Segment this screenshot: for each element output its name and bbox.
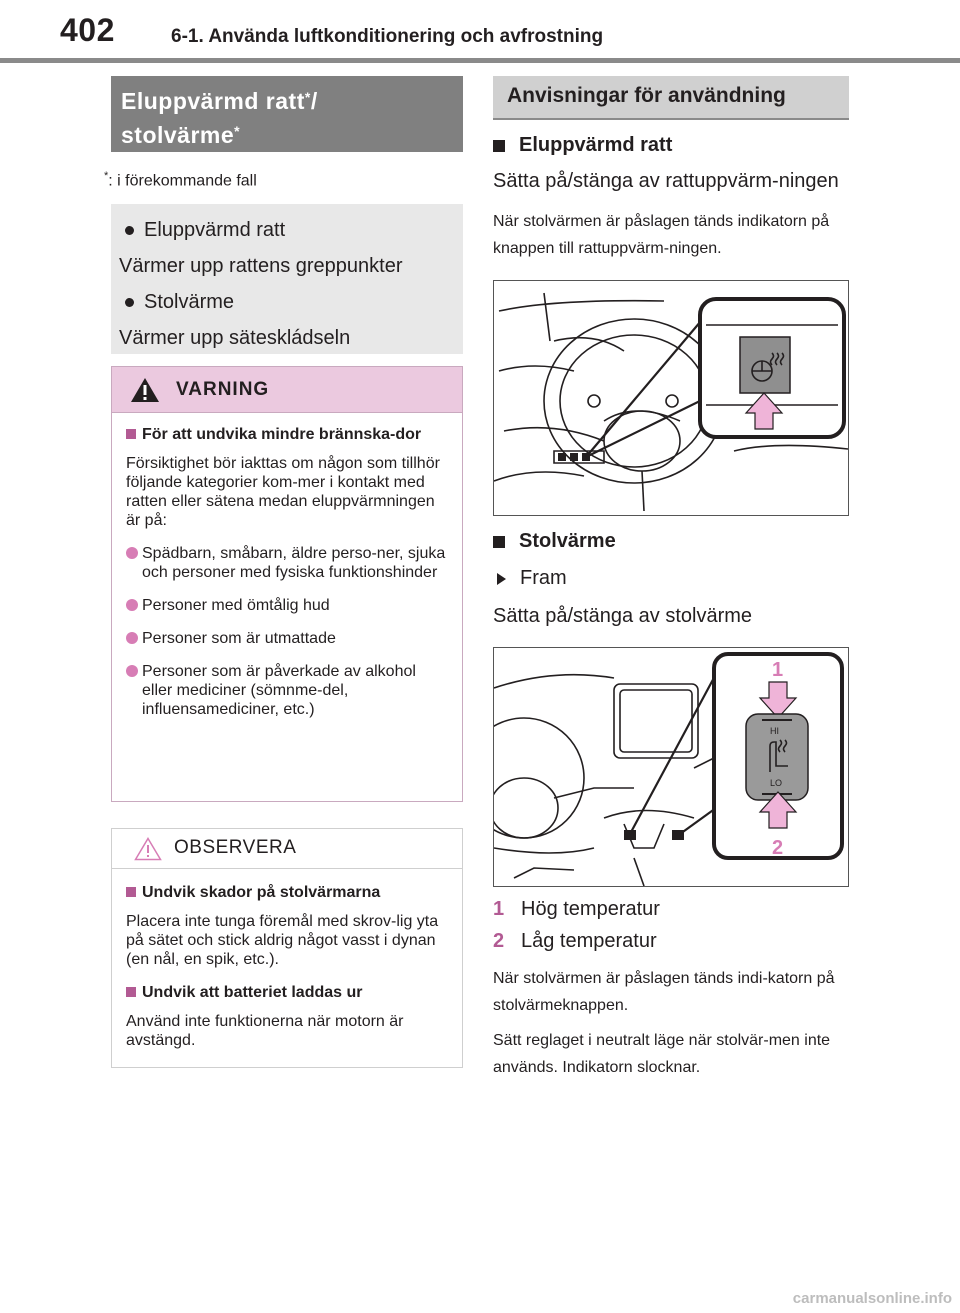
section-title-heated: Eluppvärmd ratt*/ stolvärme* bbox=[111, 76, 463, 152]
square-bullet-icon bbox=[126, 987, 136, 998]
switch-hi-label: HI bbox=[770, 726, 779, 736]
seat-position: Fram bbox=[493, 567, 849, 590]
right-column: Anvisningar för användning Eluppvärmd ra… bbox=[463, 76, 849, 1081]
feature-desc: Värmer upp säteskládseln bbox=[119, 327, 351, 350]
list-item: Personer som är påverkade av alkohol ell… bbox=[126, 662, 448, 719]
feature-summary: Eluppvärmd ratt Värmer upp rattens grepp… bbox=[111, 204, 463, 355]
warning-body: För att undvika mindre brännska-dor Förs… bbox=[112, 413, 462, 719]
seat-note-1: När stolvärmen är påslagen tänds indi-ka… bbox=[493, 970, 835, 1014]
warning-header: VARNING bbox=[112, 367, 462, 414]
seat-heater-illustration: 1 HI LO 2 bbox=[463, 647, 849, 887]
notice-header: OBSERVERA bbox=[112, 829, 462, 870]
square-bullet-icon bbox=[126, 887, 136, 898]
feature-label: Eluppvärmd ratt bbox=[119, 212, 455, 248]
left-column: Eluppvärmd ratt*/ stolvärme* *: i föreko… bbox=[104, 76, 463, 1069]
notice-text: Placera inte tunga föremål med skrov-lig… bbox=[126, 913, 439, 969]
seat-action: Sätta på/stänga av stolvärme bbox=[493, 605, 753, 627]
page-number: 402 bbox=[60, 12, 115, 48]
triangle-bullet-icon bbox=[497, 572, 506, 585]
list-item: Personer med ömtålig hud bbox=[126, 596, 448, 615]
switch-lo-label: LO bbox=[770, 778, 782, 788]
warning-title: VARNING bbox=[176, 379, 270, 401]
wheel-action: Sätta på/stänga av rattuppvärm-ningen bbox=[493, 170, 839, 192]
notice-text: Använd inte funktionerna när motorn är a… bbox=[126, 1013, 404, 1050]
footnote: *: i förekommande fall bbox=[104, 170, 257, 190]
warning-triangle-icon bbox=[131, 378, 159, 403]
dot-bullet-icon bbox=[126, 547, 138, 560]
notice-heading: Undvik skador på stolvärmarna bbox=[126, 883, 448, 902]
seat-heat-icon bbox=[769, 739, 788, 772]
dot-bullet-icon bbox=[126, 632, 138, 645]
watermark: carmanualsonline.info bbox=[792, 1290, 952, 1307]
notice-body: Undvik skador på stolvärmarna Placera in… bbox=[112, 869, 462, 1050]
steering-wheel-drawing bbox=[493, 292, 849, 512]
caution-triangle-icon bbox=[134, 837, 162, 861]
subheading-seat: Stolvärme bbox=[493, 530, 849, 553]
square-bullet-icon bbox=[493, 535, 505, 548]
feature-desc: Värmer upp rattens greppunkter bbox=[119, 255, 403, 278]
notice-title: OBSERVERA bbox=[174, 837, 297, 859]
header-rule bbox=[0, 58, 960, 63]
warning-box: VARNING För att undvika mindre brännska-… bbox=[111, 366, 463, 803]
dot-bullet-icon bbox=[126, 665, 138, 678]
square-bullet-icon bbox=[493, 139, 505, 152]
seat-note-2: Sätt reglaget i neutralt läge när stolvä… bbox=[493, 1032, 831, 1076]
dot-bullet-icon bbox=[126, 599, 138, 612]
callout-2: 2 bbox=[772, 837, 783, 859]
callout-1: 1 bbox=[772, 659, 783, 681]
feature-label: Stolvärme bbox=[119, 284, 455, 320]
bullet-icon bbox=[125, 297, 134, 307]
warning-intro: Försiktighet bör iakttas om någon som ti… bbox=[126, 455, 440, 530]
page-header: 402 6-1. Använda luftkonditionering och … bbox=[0, 0, 960, 64]
notice-box: OBSERVERA Undvik skador på stolvärmarna … bbox=[111, 828, 463, 1069]
subheading-wheel: Eluppvärmd ratt bbox=[493, 134, 849, 157]
warning-heading: För att undvika mindre brännska-dor bbox=[126, 425, 448, 444]
list-item: Personer som är utmattade bbox=[126, 629, 448, 648]
chapter-title: 6-1. Använda luftkonditionering och avfr… bbox=[171, 26, 604, 47]
section-title-instructions: Anvisningar för användning bbox=[493, 76, 849, 120]
steering-wheel-illustration bbox=[493, 280, 849, 516]
notice-heading: Undvik att batteriet laddas ur bbox=[126, 983, 448, 1002]
list-item: Spädbarn, småbarn, äldre perso-ner, sjuk… bbox=[126, 544, 448, 582]
square-bullet-icon bbox=[126, 429, 136, 440]
bullet-icon bbox=[125, 225, 134, 235]
wheel-note: När stolvärmen är påslagen tänds indikat… bbox=[493, 213, 830, 257]
seat-heater-drawing: 1 HI LO 2 bbox=[463, 652, 844, 887]
